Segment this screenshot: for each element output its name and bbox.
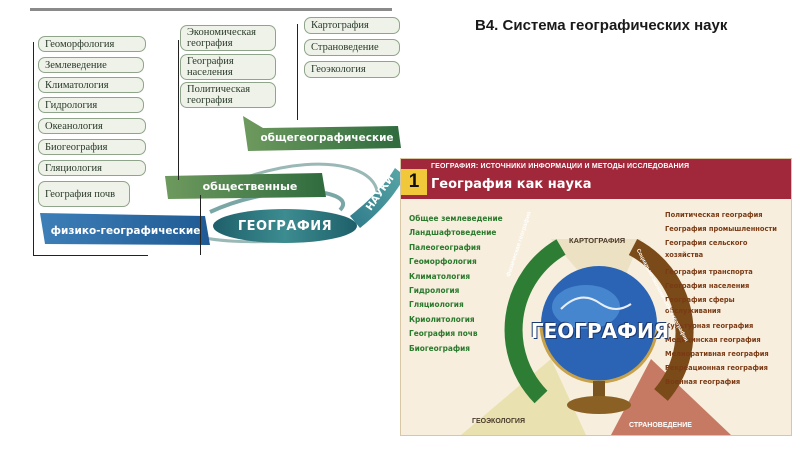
left-list-item: Климатология [409,270,471,281]
globe-base [567,396,631,414]
poster-title: География как наука [431,177,592,192]
poster-left-list: Общее землеведение Ландшафтоведение Пале… [409,211,503,355]
left-list-item: Биогеография [409,342,471,353]
general-branch-cartography: Картография [304,17,400,34]
left-list-item: Общее землеведение [409,213,503,223]
poster-cartography-label: КАРТОГРАФИЯ [569,236,626,245]
left-list-item: Гидрология [409,285,460,296]
poster-globe-label: ГЕОГРАФИЯ [530,319,670,343]
geography-center-shape [213,209,357,243]
right-list-item: География промышленности [665,224,777,234]
globe-continent [560,296,632,310]
left-list-item: Ландшафтоведение [409,227,497,238]
poster-geoecology-label: ГЕОЭКОЛОГИЯ [472,418,525,425]
right-list-item: Медицинская география [665,334,761,344]
physical-branch-climatology: Климатология [38,77,144,93]
right-list-item: География транспорта [665,266,753,276]
physical-band-connector [200,195,201,255]
right-list-item: География сельского хозяйства [665,238,748,259]
physical-branch-geomorphology: Геоморфология [38,36,146,52]
slide-title: В4. Система географических наук [475,17,728,34]
physical-branch-soil-geography: География почв [38,181,130,207]
poster-top-caption: ГЕОГРАФИЯ: ИСТОЧНИКИ ИНФОРМАЦИИ И МЕТОДЫ… [431,163,690,170]
social-arc [628,239,694,401]
general-band-shape [243,116,401,151]
physical-band-label: физико-географические [50,225,201,237]
geography-poster: 1 ГЕОГРАФИЯ: ИСТОЧНИКИ ИНФОРМАЦИИ И МЕТО… [400,158,792,436]
left-list-item: География почв [409,328,478,339]
physical-branch-glaciology: Гляциология [38,160,146,176]
social-branch-population-geography: География населения [180,54,276,80]
left-list-item: Криолитология [409,313,475,324]
left-list-item: Палеогеография [409,241,481,252]
right-list-item: Военная география [665,377,741,387]
poster-number: 1 [401,169,427,195]
general-connector-vertical [297,24,298,120]
physical-connector-vertical [33,42,34,256]
nauki-ribbon-shape [350,168,405,228]
right-list-item: География сферы обслуживания [665,295,735,316]
physical-band-shape [40,213,210,245]
physical-branch-biogeography: Биогеография [38,139,146,155]
poster-graphics [461,239,731,435]
general-branch-geoecology: Геоэкология [304,61,400,78]
physical-branch-hydrology: Гидрология [38,97,144,113]
poster-right-list: Политическая география География промышл… [665,209,777,388]
globe-highlight [552,285,620,329]
physical-branch-earth-science: Землеведение [38,57,144,73]
social-band-label: общественные [202,180,298,193]
social-branch-political-geography: Политическая география [180,82,276,108]
physical-bottom-connector [33,255,148,256]
general-branch-country-studies: Страноведение [304,39,400,56]
physical-arc [504,239,566,404]
social-band-shape [165,173,326,199]
poster-header: 1 ГЕОГРАФИЯ: ИСТОЧНИКИ ИНФОРМАЦИИ И МЕТО… [401,159,791,199]
physical-branch-oceanology: Океанология [38,118,146,134]
top-rule [30,8,392,11]
geography-center-label: ГЕОГРАФИЯ [237,218,333,234]
left-list-item: Геоморфология [409,256,477,267]
social-branch-economic-geography: Экономическая география [180,25,276,51]
right-list-item: Политическая география [665,210,763,219]
right-list-item: География населения [665,281,750,291]
geoecology-wedge [461,359,586,435]
general-band-label: общегеографические [260,132,394,144]
poster-country-studies-label: СТРАНОВЕДЕНИЕ [629,422,692,429]
right-list-item: Культурная география [665,320,754,330]
globe-stand [593,381,605,399]
left-list-item: Гляциология [409,299,464,310]
right-list-item: Рекреационная география [665,363,768,373]
right-list-item: Мелиоративная география [665,349,769,359]
social-connector-vertical [178,40,179,180]
